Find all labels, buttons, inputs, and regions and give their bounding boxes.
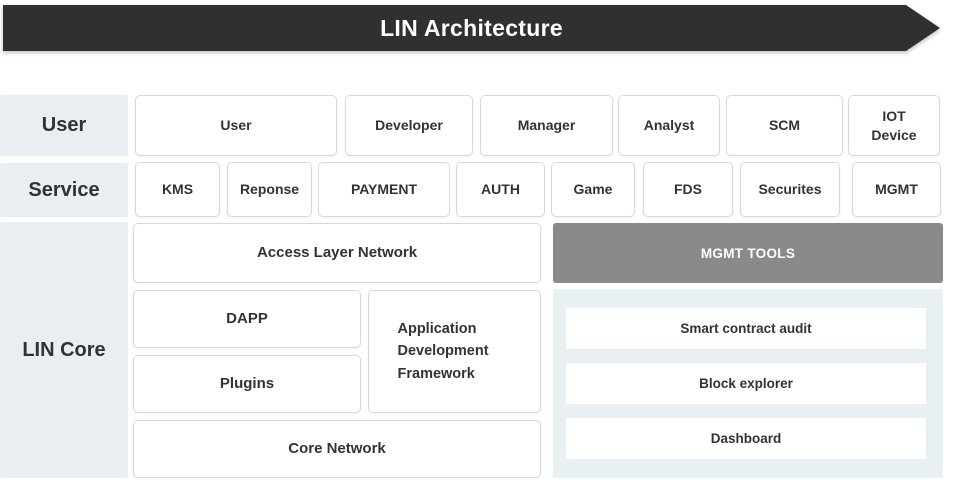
node-auth: AUTH xyxy=(456,162,545,217)
node-iot-device-label: IOT Device xyxy=(871,107,917,143)
title-banner: LIN Architecture xyxy=(3,5,940,51)
node-manager: Manager xyxy=(480,95,613,156)
node-reponse: Reponse xyxy=(227,162,312,217)
node-mgmt: MGMT xyxy=(852,162,941,217)
node-access-layer-network: Access Layer Network xyxy=(133,223,541,283)
node-smart-contract-audit: Smart contract audit xyxy=(566,308,926,349)
node-fds: FDS xyxy=(643,162,733,217)
row-label-user: User xyxy=(0,95,128,156)
node-kms: KMS xyxy=(135,162,220,217)
node-analyst: Analyst xyxy=(618,95,720,156)
node-plugins: Plugins xyxy=(133,355,361,413)
node-application-development-framework: Application Development Framework xyxy=(368,290,541,413)
node-user: User xyxy=(135,95,337,156)
node-core-network: Core Network xyxy=(133,420,541,478)
node-adf-label: Application Development Framework xyxy=(397,320,489,382)
node-game: Game xyxy=(551,162,635,217)
node-developer: Developer xyxy=(345,95,473,156)
mgmt-tools-panel: Smart contract audit Block explorer Dash… xyxy=(553,289,943,478)
node-scm: SCM xyxy=(726,95,843,156)
node-securites: Securites xyxy=(740,162,840,217)
node-payment: PAYMENT xyxy=(318,162,450,217)
row-label-lin-core: LIN Core xyxy=(0,222,128,478)
node-dashboard: Dashboard xyxy=(566,418,926,459)
row-label-service: Service xyxy=(0,163,128,217)
node-dapp: DAPP xyxy=(133,290,361,348)
diagram-title: LIN Architecture xyxy=(380,14,563,41)
node-mgmt-tools: MGMT TOOLS xyxy=(553,223,943,283)
node-block-explorer: Block explorer xyxy=(566,363,926,404)
title-banner-arrow-shape: LIN Architecture xyxy=(3,5,940,51)
node-iot-device: IOT Device xyxy=(848,95,940,156)
